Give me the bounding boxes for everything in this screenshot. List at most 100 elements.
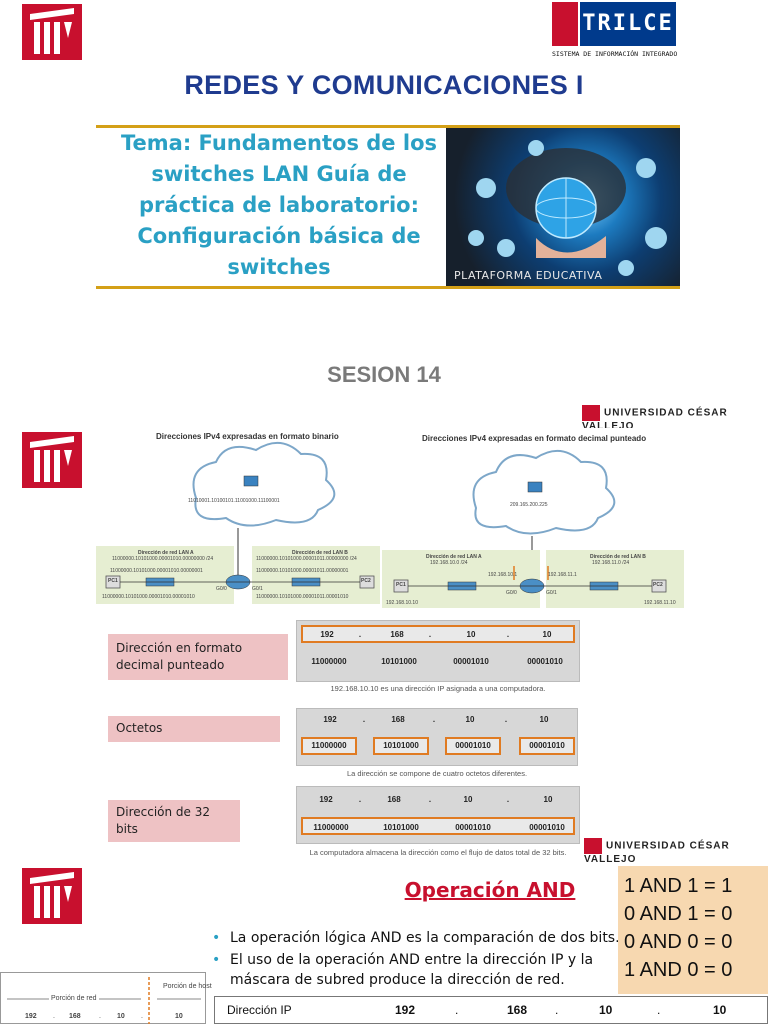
ip-octet: 168 (507, 1003, 528, 1017)
truth-row: 1 AND 1 = 1 (624, 875, 733, 897)
left-lan-b-value: 11000000.10101000.00001011.00000000 /24 (256, 556, 357, 562)
left-lan-b-label: Dirección de red LAN B (292, 550, 348, 556)
left-pc1-ip: 11000000.10101000.00001010.00001010 (102, 594, 195, 600)
building-icon (30, 436, 74, 482)
bullet-item: El uso de la operación AND entre la dire… (212, 950, 622, 990)
session-label: SESION 14 (327, 362, 441, 387)
right-lan-b-value: 192.168.11.0 /24 (592, 560, 630, 566)
binary-octet: 10101000 (383, 823, 419, 832)
host-portion-label: Porción de host (163, 983, 212, 990)
course-title: REDES Y COMUNICACIONES I (184, 70, 584, 100)
right-lan-a-value: 192.168.10.0 /24 (430, 560, 468, 566)
and-truth-table: 1 AND 1 = 1 0 AND 1 = 0 0 AND 0 = 0 1 AN… (618, 866, 768, 994)
left-g01-ip: 11000000.10101000.00001011.00000001 (256, 568, 349, 574)
left-pc2-ip: 11000000.10101000.00001011.00001010 (256, 594, 349, 600)
building-icon (30, 872, 74, 918)
dot: . (506, 630, 510, 639)
decimal-octet: 192 (319, 795, 333, 804)
caption-octets: La dirección se compone de cuatro octeto… (346, 769, 528, 778)
octet-box: 00001010 (519, 737, 575, 755)
right-g01-ip: 192.168.11.1 (548, 572, 577, 578)
label-octets: Octetos (108, 716, 280, 742)
and-operation-title: Operación AND (404, 878, 576, 902)
bits-panel: 192 . 168 . 10 . 10 11000000 10101000 00… (296, 786, 580, 844)
network-topology-icon (96, 442, 684, 608)
tema-title: Tema: Fundamentos de los switches LAN Gu… (116, 128, 442, 283)
dot: . (428, 795, 432, 804)
dot: . (506, 795, 510, 804)
mini-octet: 192 (25, 1013, 37, 1020)
mini-octet: 10 (117, 1013, 125, 1020)
network-globe-image: PLATAFORMA EDUCATIVA (446, 128, 680, 286)
truth-row: 0 AND 1 = 0 (624, 903, 733, 925)
mini-octet: 168 (69, 1013, 81, 1020)
right-pc1-label: PC1 (396, 582, 406, 588)
ip-octet: 10 (713, 1003, 727, 1017)
dot: . (504, 715, 508, 724)
dot: . (358, 630, 362, 639)
decimal-octet: 10 (465, 715, 475, 724)
octets-panel: 192 . 168 . 10 . 10 11000000 10101000 00… (296, 708, 578, 766)
decimal-octet: 10 (463, 795, 473, 804)
right-pc1-ip: 192.168.10.10 (386, 600, 418, 606)
left-lan-a-label: Dirección de red LAN A (138, 550, 194, 556)
dot: . (428, 630, 432, 639)
bullet-item: La operación lógica AND es la comparació… (212, 928, 622, 948)
octet-box: 10101000 (373, 737, 429, 755)
decimal-octet: 10 (543, 795, 553, 804)
left-g00-ip: 11000000.10101000.00001010.00000001 (110, 568, 203, 574)
dotted-decimal-panel: 192 . 168 . 10 . 10 11000000 10101000 00… (296, 620, 580, 682)
octet-box: 11000000 (301, 737, 357, 755)
ucv-mark-icon (584, 838, 602, 854)
trilce-mark-icon (552, 2, 578, 46)
left-g00-label: G0/0 (216, 586, 227, 592)
left-pc2-label: PC2 (361, 578, 371, 584)
decimal-octet: 168 (391, 715, 405, 724)
network-host-portion-diagram: Porción de red Porción de host 192 . 168… (0, 972, 212, 1024)
tema-line: Tema: Fundamentos de los (120, 131, 437, 155)
mini-octet: 10 (175, 1013, 183, 1020)
dot: . (99, 1013, 101, 1020)
right-g00-label: G0/0 (506, 590, 517, 596)
ip-label: Dirección IP (227, 1003, 292, 1017)
trilce-subtitle: SISTEMA DE INFORMACIÓN INTEGRADO (552, 50, 678, 58)
decimal-octet: 10 (466, 630, 476, 639)
dot: . (657, 1003, 661, 1017)
right-lan-a-label: Dirección de red LAN A (426, 554, 482, 560)
dot: . (432, 715, 436, 724)
ip-octet: 10 (599, 1003, 613, 1017)
tema-line: práctica de laboratorio: (139, 193, 419, 217)
binary-octet: 11000000 (313, 823, 349, 832)
caption-32-bits: La computadora almacena la dirección com… (309, 848, 567, 857)
binary-octet: 00001010 (453, 657, 489, 666)
left-pc1-label: PC1 (108, 578, 118, 584)
decimal-highlight (301, 625, 575, 643)
university-logo-slide2 (22, 432, 82, 488)
ucv-mark-icon (582, 405, 600, 421)
decimal-octet: 192 (323, 715, 337, 724)
ip-address-row: Dirección IP 192 . 168 . 10 . 10 (214, 996, 768, 1024)
binary-octet: 10101000 (381, 657, 417, 666)
ip-octet: 192 (395, 1003, 416, 1017)
dot: . (455, 1003, 459, 1017)
label-32-bits: Dirección de 32 bits (108, 800, 240, 842)
and-bullets: La operación lógica AND es la comparació… (212, 928, 622, 992)
right-pc2-ip: 192.168.11.10 (644, 600, 676, 606)
binary-octet: 00001010 (455, 823, 491, 832)
dot: . (141, 1013, 143, 1020)
bitstream-highlight (301, 817, 575, 835)
tema-line: switches LAN Guía de (151, 162, 407, 186)
dot: . (53, 1013, 55, 1020)
right-pc2-label: PC2 (653, 582, 663, 588)
tema-line: Configuración básica de (137, 224, 421, 248)
right-cloud-ip: 209.165.200.225 (510, 502, 548, 508)
tema-line: switches (227, 255, 331, 279)
truth-row: 0 AND 0 = 0 (624, 931, 733, 953)
right-g00-ip: 192.168.10.1 (488, 572, 518, 578)
ucv-brand-bottom: UNIVERSIDAD CÉSAR VALLEJO (584, 838, 768, 865)
octet-box: 00001010 (445, 737, 501, 755)
decimal-octet: 168 (390, 630, 404, 639)
right-lan-b-label: Dirección de red LAN B (590, 554, 646, 560)
caption-dotted: 192.168.10.10 es una dirección IP asigna… (330, 684, 546, 693)
dot: . (555, 1003, 559, 1017)
